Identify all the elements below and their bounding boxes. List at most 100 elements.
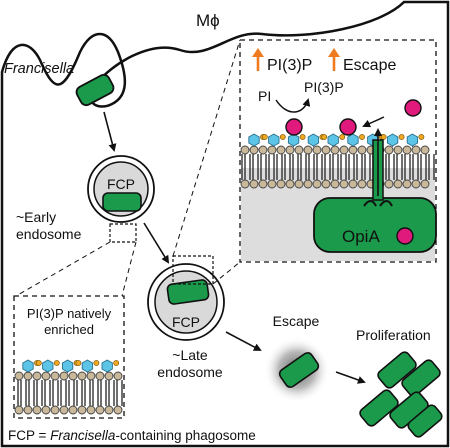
phosphate-group: [75, 360, 82, 366]
opia-to-marker-arrow: [362, 116, 385, 128]
inositol-hexagon: [101, 359, 113, 373]
lipid-head: [402, 179, 412, 189]
early-zoom-box: [109, 223, 137, 243]
lipid-head: [249, 145, 259, 155]
pi3p-marker: [404, 99, 422, 117]
inositol-hexagon: [268, 133, 280, 147]
native-membrane: [14, 359, 123, 415]
macrophage-label: Mϕ: [196, 11, 220, 30]
phosphate-group: [299, 134, 306, 140]
pi3p-up-arrow-icon: [252, 48, 264, 71]
pi3p-marker: [285, 118, 303, 136]
bacterium-entering: [75, 73, 115, 107]
reaction-arrow: [275, 98, 311, 113]
lipid-head: [267, 179, 277, 189]
escaped-bacterium: [278, 352, 320, 388]
lipid-head: [357, 179, 367, 189]
phosphate-group: [53, 360, 60, 366]
lipid-head: [312, 179, 322, 189]
lipid-head: [330, 179, 340, 189]
phosphate-group: [359, 134, 365, 140]
arrow-late-to-escape: [225, 331, 262, 351]
inositol-hexagon: [307, 133, 320, 147]
francisella-label: Francisella: [4, 61, 74, 77]
lipid-head: [420, 179, 430, 189]
inositol-hexagon: [81, 359, 94, 373]
arrow-entry: [103, 111, 117, 152]
phosphate-group: [398, 134, 405, 140]
lipid-head: [276, 179, 286, 189]
lipid-head: [384, 179, 394, 189]
phosphate-group: [35, 360, 42, 366]
phosphate-group: [339, 134, 346, 140]
late-endosome-label-2: endosome: [157, 364, 223, 380]
lipid-head: [240, 179, 250, 189]
lipid-head: [14, 405, 24, 415]
lipid-head: [285, 145, 295, 155]
lipid-head: [41, 371, 51, 381]
lipid-head: [285, 179, 295, 189]
lipid-head: [402, 145, 412, 155]
lipid-head: [303, 179, 313, 189]
lipid-head: [321, 145, 331, 155]
early-fcp-label: FCP: [107, 176, 135, 192]
inositol-hexagon: [22, 359, 34, 373]
opia-label: OpiA: [342, 227, 380, 246]
pi3p-marker: [339, 118, 357, 136]
lipid-head: [95, 405, 105, 415]
lipid-head: [50, 371, 60, 381]
lipid-head: [321, 179, 331, 189]
lipid-head: [77, 371, 87, 381]
early-endosome-label-2: endosome: [16, 226, 82, 242]
lipid-head: [411, 179, 421, 189]
late-phagosome: [147, 263, 225, 341]
lipid-head: [14, 371, 24, 381]
lipid-head: [357, 145, 367, 155]
lipid-head: [348, 179, 358, 189]
inositol-hexagon: [61, 359, 74, 373]
lipid-head: [23, 405, 33, 415]
lipid-head: [59, 405, 69, 415]
lipid-tails: [241, 154, 435, 180]
phosphate-group: [380, 134, 387, 140]
lipid-head: [86, 371, 96, 381]
lipid-head: [258, 145, 268, 155]
lipid-head: [384, 145, 394, 155]
lipid-tails: [15, 380, 123, 406]
early-phagosome: [87, 155, 155, 223]
lipid-head: [294, 179, 304, 189]
inositol-hexagon: [42, 359, 54, 373]
lipid-head: [32, 405, 42, 415]
footnote-prefix: FCP =: [8, 428, 50, 443]
arrow-escape-to-proliferation: [335, 371, 366, 384]
inositol-hexagon: [327, 133, 339, 147]
inositol-hexagon: [386, 133, 399, 147]
lipid-head: [113, 371, 123, 381]
inositol-hexagon: [347, 133, 359, 147]
inositol-hexagon: [248, 133, 260, 147]
footnote-suffix: -containing phagosome: [115, 428, 255, 443]
lipid-head: [339, 145, 349, 155]
lipid-head: [32, 371, 42, 381]
opia-pi3p-marker: [396, 227, 414, 245]
phosphate-group: [321, 134, 328, 140]
late-endosome-label-1: ~Late: [172, 347, 208, 363]
inset-escape-label: Escape: [343, 57, 396, 74]
lipid-head: [68, 405, 78, 415]
escape-label: Escape: [273, 313, 320, 329]
natively-enriched-label-2: enriched: [44, 322, 94, 337]
lipid-head: [86, 405, 96, 415]
phosphate-group: [93, 360, 100, 366]
lipid-head: [348, 145, 358, 155]
lipid-head: [104, 405, 114, 415]
lipid-head: [303, 145, 313, 155]
proliferation-label: Proliferation: [356, 327, 431, 343]
lipid-head: [249, 179, 259, 189]
lipid-head: [50, 405, 60, 415]
lipid-head: [113, 405, 123, 415]
lipid-head: [267, 145, 277, 155]
lipid-head: [23, 371, 33, 381]
phosphate-group: [418, 134, 425, 140]
